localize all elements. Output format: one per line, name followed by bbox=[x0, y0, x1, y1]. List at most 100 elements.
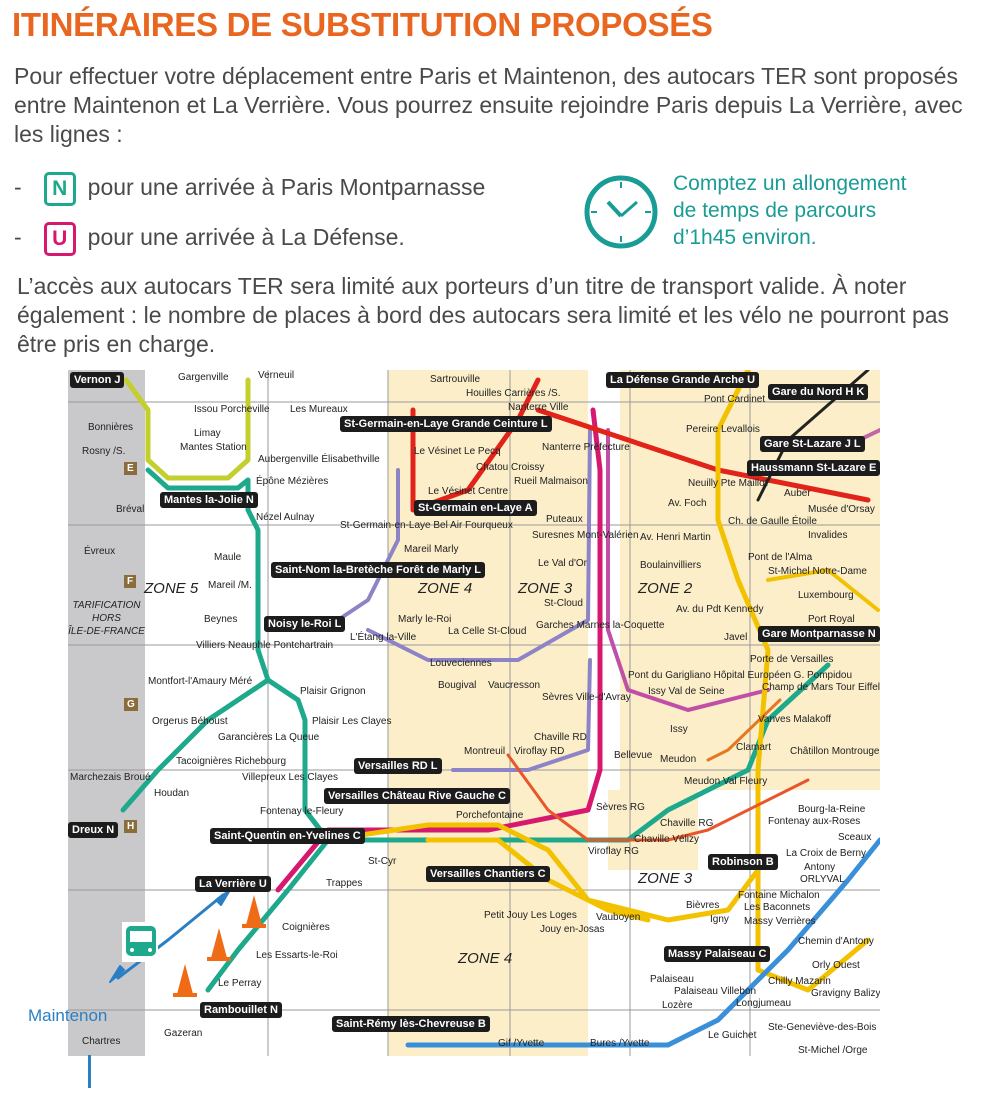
dash: - bbox=[14, 174, 22, 201]
station-box: La Verrière U bbox=[195, 876, 271, 892]
station-label: Louveciennes bbox=[430, 658, 492, 669]
station-label: Évreux bbox=[84, 546, 116, 557]
station-label: Ch. de Gaulle Étoile bbox=[728, 516, 817, 527]
station-label: Fontaine Michalon bbox=[738, 890, 820, 901]
station-box: Dreux N bbox=[68, 822, 119, 838]
station-label: St-Cyr bbox=[368, 856, 397, 867]
station-label: Les Baconnets bbox=[744, 902, 811, 913]
station-label: Clamart bbox=[736, 742, 772, 753]
station-label: Champ de Mars Tour Eiffel bbox=[762, 682, 880, 693]
station-label: Chatou Croissy bbox=[476, 462, 545, 473]
station-label: Garancières La Queue bbox=[218, 732, 320, 743]
station-label: St-Michel /Orge bbox=[798, 1045, 868, 1056]
station-label: La Celle St-Cloud bbox=[448, 626, 527, 637]
station-label: Lozère bbox=[662, 1000, 693, 1011]
zone-letter: G bbox=[124, 698, 138, 711]
station-box: Gare du Nord H K bbox=[768, 384, 869, 400]
station-label: Gargenville bbox=[178, 372, 229, 383]
station-label: Meudon Val Fleury bbox=[684, 776, 768, 787]
station-box: Gare Montparnasse N bbox=[758, 626, 880, 642]
tarification-label: ÎLE-DE-FRANCE bbox=[68, 626, 145, 637]
station-label: Bougival bbox=[438, 680, 477, 691]
line-n-badge: N bbox=[43, 172, 76, 206]
station-label: Limay bbox=[194, 428, 221, 439]
station-label: Trappes bbox=[326, 878, 363, 889]
station-box: Saint-Nom la-Bretèche Forêt de Marly L bbox=[271, 562, 485, 578]
station-box: Vernon J bbox=[70, 372, 125, 388]
station-box: Gare St-Lazare J L bbox=[760, 436, 865, 452]
station-box: St-Germain-en-Laye Grande Ceinture L bbox=[340, 416, 552, 432]
station-label: Pereire Levallois bbox=[686, 424, 760, 435]
station-label: Montreuil bbox=[464, 746, 506, 757]
station-box: St-Germain en-Laye A bbox=[414, 500, 537, 516]
station-label: Boulainvilliers bbox=[640, 560, 702, 571]
station-label: Chilly Mazarin bbox=[768, 976, 831, 987]
station-label: Bourg-la-Reine bbox=[798, 804, 866, 815]
station-label: Bièvres bbox=[686, 900, 720, 911]
station-label: Porchefontaine bbox=[456, 810, 524, 821]
station-label: Le Perray bbox=[218, 978, 262, 989]
station-label: Porte de Versailles bbox=[750, 654, 834, 665]
station-label: Jouy en-Josas bbox=[540, 924, 605, 935]
station-label: Marly le-Roi bbox=[398, 614, 452, 625]
station-label: Beynes bbox=[204, 614, 238, 625]
traffic-cone-icons bbox=[173, 895, 266, 997]
station-label: Bellevue bbox=[614, 750, 653, 761]
station-label: Viroflay RD bbox=[514, 746, 565, 757]
station-box: Saint-Rémy lès-Chevreuse B bbox=[332, 1016, 490, 1032]
station-label: Pont du Garigliano Hôpital Européen G. P… bbox=[628, 670, 853, 681]
station-label: Villepreux Les Clayes bbox=[242, 772, 338, 783]
station-box: Versailles Château Rive Gauche C bbox=[324, 788, 510, 804]
station-label: Sceaux bbox=[838, 832, 872, 843]
zone-letter: E bbox=[124, 462, 137, 475]
intro-text: Pour effectuer votre déplacement entre P… bbox=[14, 63, 963, 147]
station-label: Les Mureaux bbox=[290, 404, 348, 415]
zone-label: ZONE 3 bbox=[638, 870, 693, 887]
station-box: Robinson B bbox=[708, 854, 778, 870]
station-label: Av. Foch bbox=[668, 498, 707, 509]
zone-letter: F bbox=[124, 575, 137, 588]
station-label: Chartres bbox=[82, 1036, 121, 1047]
station-label: Antony bbox=[804, 862, 836, 873]
station-label: Bures /Yvette bbox=[590, 1038, 650, 1049]
station-box: Rambouillet N bbox=[200, 1002, 282, 1018]
station-label: Av. Henri Martin bbox=[640, 532, 711, 543]
tarification-label: HORS bbox=[92, 613, 121, 624]
station-label: Mareil /M. bbox=[208, 580, 252, 591]
station-label: Nézel Aulnay bbox=[256, 512, 315, 523]
station-label: Nanterre Ville bbox=[508, 402, 569, 413]
station-label: Bréval bbox=[116, 504, 145, 515]
station-label: Pont de l'Alma bbox=[748, 552, 813, 563]
zone-label: ZONE 5 bbox=[144, 580, 199, 597]
station-label: Fontenay le-Fleury bbox=[260, 806, 344, 817]
station-label: Le Vésinet Centre bbox=[428, 486, 509, 497]
station-label: Mantes Station bbox=[180, 442, 247, 453]
zone-label: ZONE 3 bbox=[518, 580, 573, 597]
station-label: L'Étang la-Ville bbox=[350, 632, 417, 643]
station-label: Issy Val de Seine bbox=[648, 686, 725, 697]
access-text: L’accès aux autocars TER sera limité aux… bbox=[17, 273, 950, 357]
station-label: Houilles Carrières /S. bbox=[466, 388, 561, 399]
station-label: St-Cloud bbox=[544, 598, 583, 609]
note-line: de temps de parcours bbox=[673, 199, 877, 222]
line-u-badge: U bbox=[43, 222, 76, 256]
station-label: Montfort-l'Amaury Méré bbox=[148, 676, 253, 687]
station-label: Issou Porcheville bbox=[194, 404, 270, 415]
maintenon-connector bbox=[88, 1055, 91, 1088]
station-label: St-Michel Notre-Dame bbox=[768, 566, 867, 577]
station-label: Fontenay aux-Roses bbox=[768, 816, 861, 827]
station-label: Villiers Neauphle Pontchartrain bbox=[196, 640, 334, 651]
zone-label: ZONE 2 bbox=[638, 580, 693, 597]
station-label: Plaisir Les Clayes bbox=[312, 716, 392, 727]
station-label: Bonnières bbox=[88, 422, 134, 433]
station-label: Auber bbox=[784, 488, 811, 499]
station-label: Meudon bbox=[660, 754, 697, 765]
map-lines bbox=[68, 370, 880, 1056]
station-label: Gravigny Balizy bbox=[811, 988, 880, 999]
dash: - bbox=[14, 224, 22, 251]
station-label: Marchezais Broué bbox=[70, 772, 151, 783]
station-label: Plaisir Grignon bbox=[300, 686, 366, 697]
